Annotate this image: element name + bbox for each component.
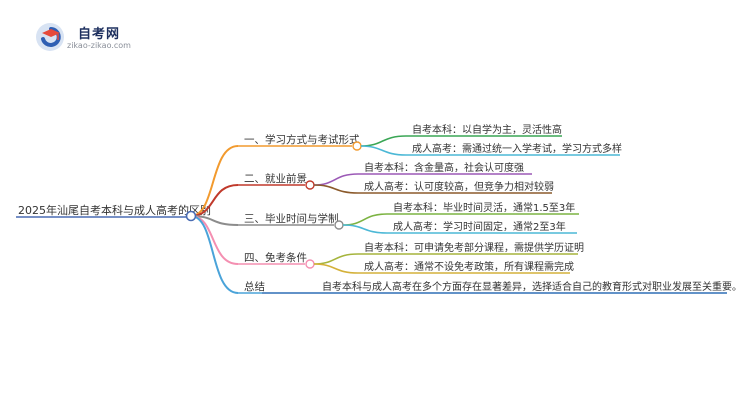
branch-connector <box>190 215 239 294</box>
brand-url: zikao-zikao.com <box>67 41 131 50</box>
branch-label: 一、学习方式与考试形式 <box>244 133 360 146</box>
child-label: 成人高考：认可度较高，但竞争力相对较弱 <box>364 180 554 193</box>
child-connector <box>313 263 359 274</box>
child-connector <box>313 173 359 186</box>
branch-label: 总结 <box>244 280 265 293</box>
branch-connector <box>190 184 239 217</box>
child-label: 自考本科与成人高考在多个方面存在显著差异，选择适合自己的教育形式对职业发展至关重… <box>322 280 742 293</box>
child-connector <box>342 224 388 234</box>
branch-node[interactable] <box>305 259 315 269</box>
child-connector <box>360 135 407 147</box>
child-connector <box>360 145 407 156</box>
root-topic: 2025年汕尾自考本科与成人高考的区别 <box>18 203 211 217</box>
brand-name: 自考网 <box>78 27 121 42</box>
branch-label: 二、就业前景 <box>244 172 307 185</box>
child-label: 自考本科：以自学为主，灵活性高 <box>412 123 562 136</box>
branch-label: 三、毕业时间与学制 <box>244 212 339 225</box>
child-label: 成人高考：学习时间固定，通常2至3年 <box>393 220 566 233</box>
branch-node[interactable] <box>334 220 344 230</box>
child-label: 成人高考：需通过统一入学考试，学习方式多样 <box>412 142 622 155</box>
child-connector <box>313 253 359 265</box>
branch-node[interactable] <box>352 141 362 151</box>
site-logo[interactable]: 自考网 zikao-zikao.com <box>34 20 144 54</box>
child-label: 自考本科：毕业时间灵活，通常1.5至3年 <box>393 201 575 214</box>
branch-node[interactable] <box>305 180 315 190</box>
branch-label: 四、免考条件 <box>244 251 307 264</box>
branch-connector <box>190 145 239 217</box>
child-connector <box>313 184 359 194</box>
child-label: 成人高考：通常不设免考政策，所有课程需完成 <box>364 260 574 273</box>
child-label: 自考本科：含金量高，社会认可度强 <box>364 161 524 174</box>
root-node[interactable] <box>185 210 197 222</box>
logo-icon <box>36 23 64 51</box>
child-label: 自考本科：可申请免考部分课程，需提供学历证明 <box>364 241 584 254</box>
child-connector <box>342 213 388 226</box>
